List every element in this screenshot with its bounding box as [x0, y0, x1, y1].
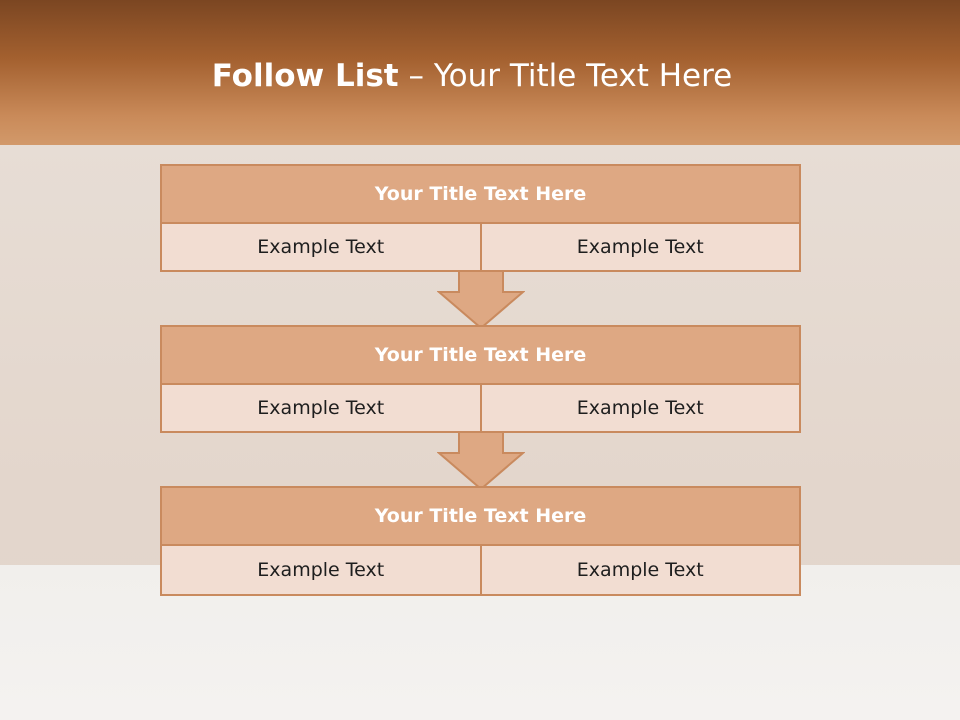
title-banner [0, 0, 960, 145]
block-title: Your Title Text Here [162, 327, 799, 385]
list-block: Your Title Text Here Example Text Exampl… [160, 325, 801, 433]
block-cell-right: Example Text [479, 224, 800, 270]
block-cell-left: Example Text [257, 397, 385, 419]
slide-title-bold: Follow List [211, 58, 399, 94]
block-cell-right: Example Text [479, 546, 800, 594]
list-block: Your Title Text Here Example Text Exampl… [160, 164, 801, 272]
block-title: Your Title Text Here [162, 488, 799, 546]
block-cell-right: Example Text [479, 385, 800, 431]
block-row: Example Text Example Text [162, 546, 799, 594]
slide-title-rest: – Your Title Text Here [398, 58, 733, 94]
list-block: Your Title Text Here Example Text Exampl… [160, 486, 801, 596]
block-cell-left: Example Text [257, 236, 385, 258]
down-arrow-icon [437, 270, 525, 330]
down-arrow-icon [437, 431, 525, 491]
slide-title: Follow List – Your Title Text Here [0, 54, 944, 98]
block-cell-left: Example Text [257, 559, 385, 581]
block-row: Example Text Example Text [162, 385, 799, 431]
block-title: Your Title Text Here [162, 166, 799, 224]
block-row: Example Text Example Text [162, 224, 799, 270]
